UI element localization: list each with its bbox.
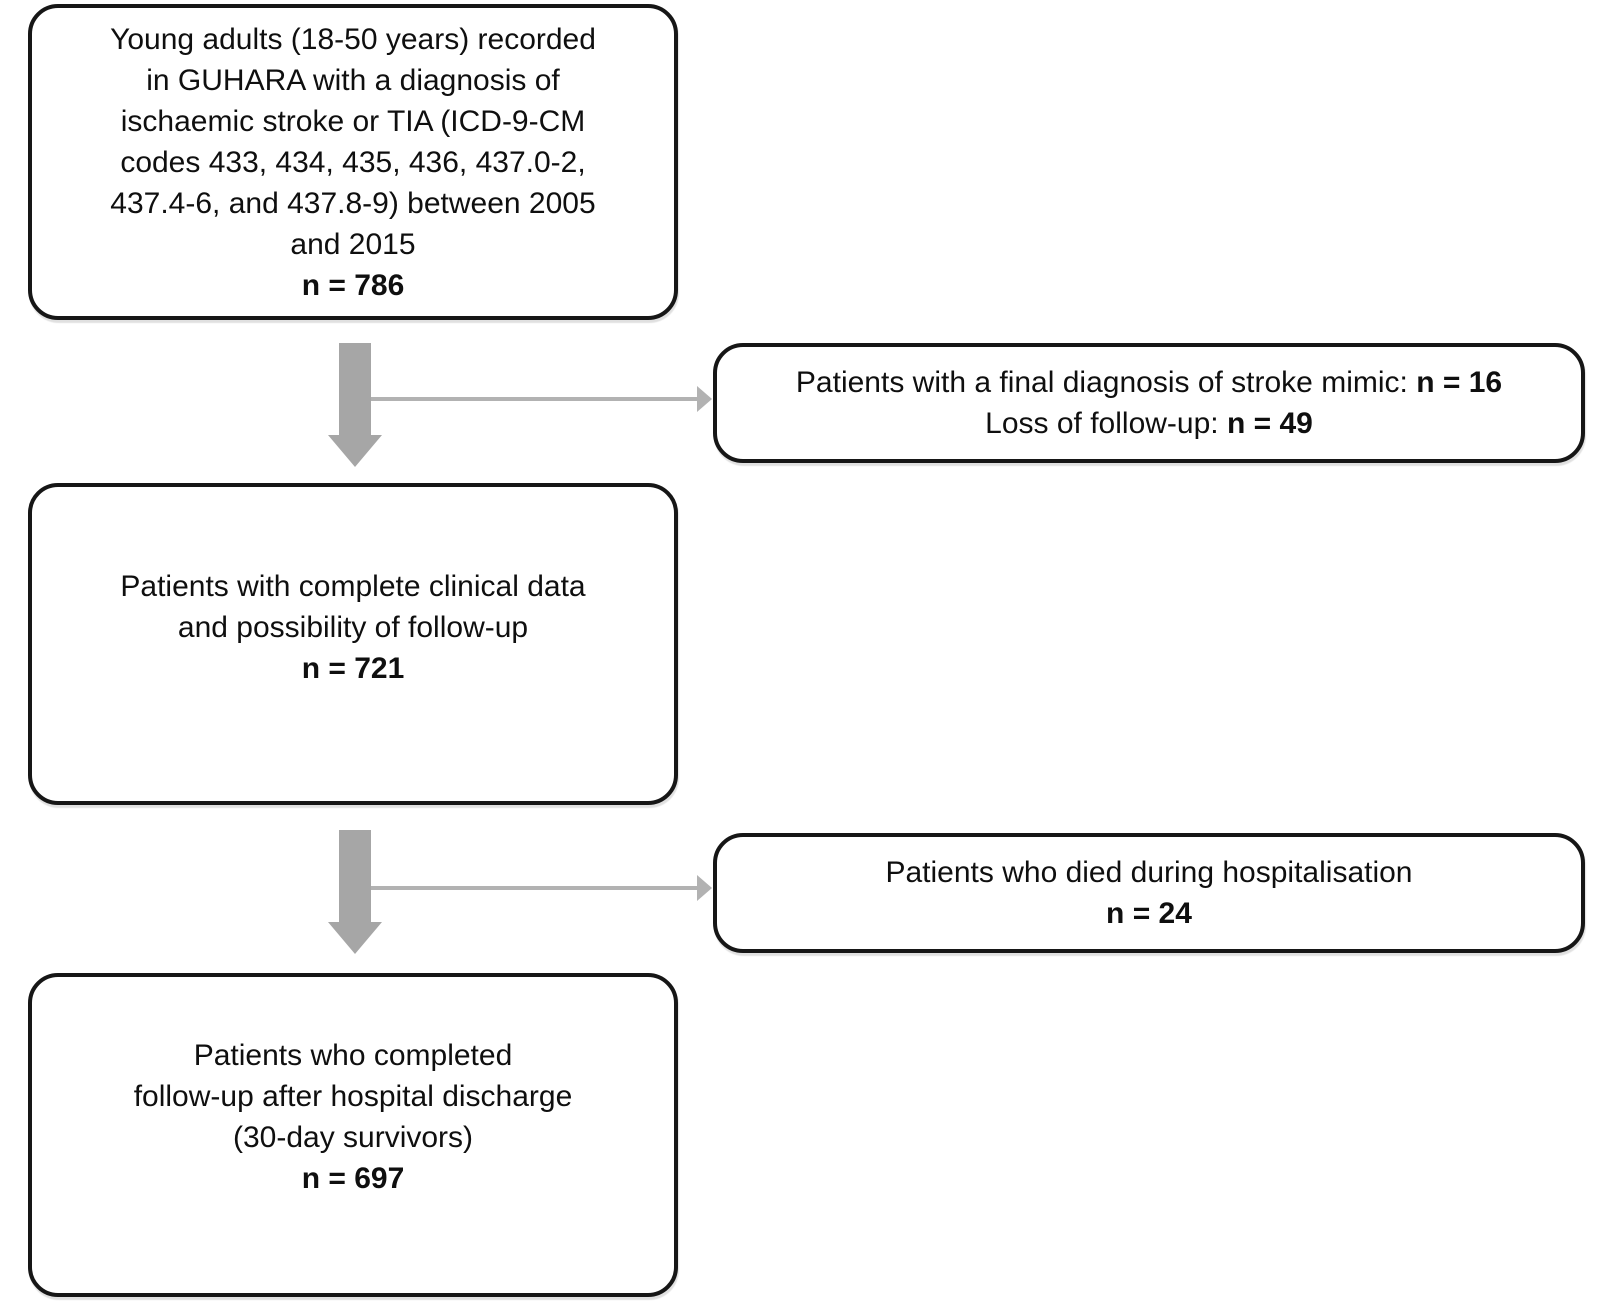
box-text-line: Patients who died during hospitalisation xyxy=(885,856,1413,889)
box-text-line: and possibility of follow-up xyxy=(177,610,529,644)
box-text-line: follow-up after hospital discharge xyxy=(133,1080,573,1113)
box-count: n = 786 xyxy=(301,268,405,302)
box-count: n = 16 xyxy=(1416,366,1503,399)
box-text-line: Patients who completed xyxy=(193,1039,513,1072)
box-died-hospitalisation: Patients who died during hospitalisation… xyxy=(713,833,1585,953)
box-count: n = 24 xyxy=(1106,897,1192,930)
box-text-line: (30-day survivors) xyxy=(232,1121,474,1154)
box-count: n = 49 xyxy=(1226,407,1313,440)
box-complete-data: Patients with complete clinical data and… xyxy=(28,483,678,805)
box-text-line: Loss of follow-up: n = 49 xyxy=(985,403,1313,444)
box-text: Loss of follow-up: xyxy=(985,407,1227,440)
box-text: Patients with a final diagnosis of strok… xyxy=(795,366,1417,399)
box-text-line: codes 433, 434, 435, 436, 437.0-2, xyxy=(120,145,586,179)
box-text-line: in GUHARA with a diagnosis of xyxy=(146,63,560,97)
box-text-line: Patients with complete clinical data xyxy=(120,569,586,603)
box-excluded-mimic-lossfu: Patients with a final diagnosis of strok… xyxy=(713,343,1585,463)
box-text-line: Patients with a final diagnosis of strok… xyxy=(796,362,1502,403)
box-count: n = 721 xyxy=(301,651,405,685)
box-text-line: 437.4-6, and 437.8-9) between 2005 xyxy=(110,186,596,220)
box-completed-followup: Patients who completed follow-up after h… xyxy=(28,973,678,1297)
box-text-line: and 2015 xyxy=(290,227,416,261)
side-arrow-to-excluded1 xyxy=(371,386,712,412)
box-text-line: ischaemic stroke or TIA (ICD-9-CM xyxy=(120,104,586,138)
box-text-line: Young adults (18-50 years) recorded xyxy=(110,22,596,56)
box-source-population: Young adults (18-50 years) recorded in G… xyxy=(28,4,678,320)
side-arrow-to-excluded2 xyxy=(371,875,712,901)
box-count: n = 697 xyxy=(301,1162,405,1195)
down-arrow-complete-to-survivors xyxy=(328,830,382,954)
down-arrow-source-to-complete xyxy=(328,343,382,467)
